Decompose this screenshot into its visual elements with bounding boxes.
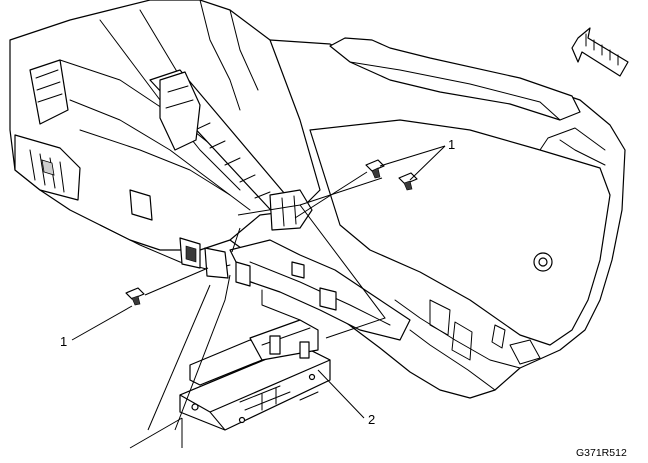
installation-guide-lines [144, 171, 386, 431]
direction-arrow-icon [571, 27, 629, 77]
floor-structure [9, 0, 321, 279]
callout-leaders [71, 145, 446, 449]
mounting-bracket [229, 239, 411, 341]
figure-id-label: G371R512 [576, 447, 627, 459]
fastener-upper-b [398, 172, 418, 191]
callout-module: 2 [368, 412, 375, 427]
fastener-upper-a [365, 159, 385, 179]
module-component [179, 319, 331, 431]
callout-fastener-left: 1 [60, 334, 67, 349]
callout-fastener-upper: 1 [448, 137, 455, 152]
fastener-left [125, 287, 145, 306]
